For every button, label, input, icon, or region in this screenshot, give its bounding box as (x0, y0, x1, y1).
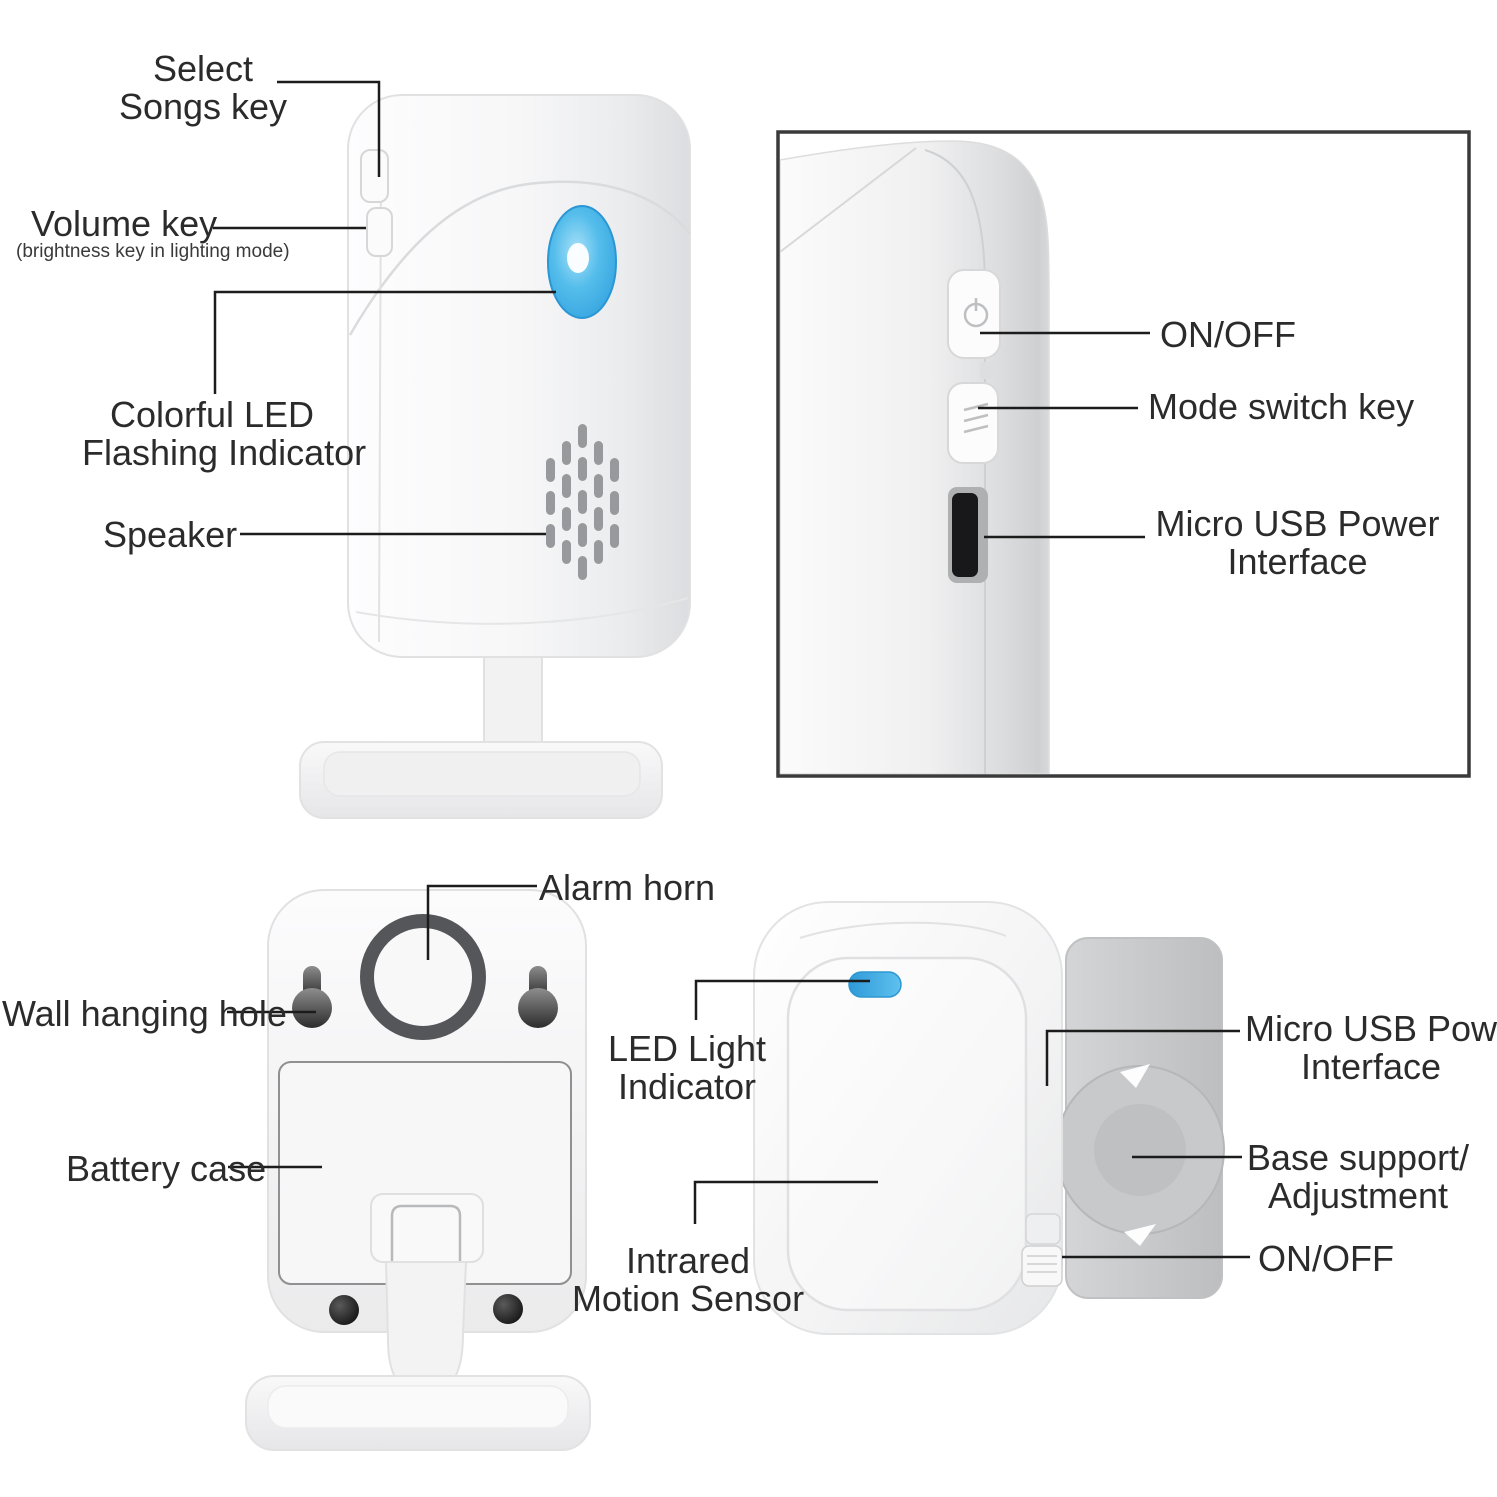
callout-colorful-led (213, 290, 556, 394)
power-icon (963, 298, 989, 328)
label-line: Select (152, 48, 254, 89)
stand-hinge-slot (390, 1204, 462, 1262)
callout-sensor-usb (1045, 1029, 1240, 1086)
front-edge-seam (780, 147, 917, 253)
label-usb-side: Micro USB Power Interface (1155, 503, 1440, 583)
speaker-grille (546, 424, 619, 580)
mode-switch-button (947, 382, 999, 464)
label-colorful-led: Colorful LED Flashing Indicator (82, 394, 367, 474)
label-sensor-usb: Micro USB Power Interface (1245, 1008, 1497, 1088)
motion-sensor-view (753, 901, 1225, 1335)
label-line: Speaker (103, 514, 238, 555)
label-line: Intrared (625, 1240, 751, 1281)
infrared-sensor-panel (786, 956, 1028, 1312)
screw-left (329, 1295, 359, 1325)
label-line: Base support/ (1246, 1137, 1470, 1178)
stand-base-top (323, 751, 641, 797)
wall-hanging-hole-left (292, 966, 332, 1028)
label-base-support: Base support/ Adjustment (1246, 1137, 1470, 1217)
label-line: Indicator (617, 1066, 757, 1108)
label-line: Battery case (66, 1148, 267, 1189)
sensor-on-off-switch (1021, 1245, 1063, 1287)
label-battery-case: Battery case (66, 1148, 267, 1189)
label-sensor-led: LED Light Indicator (587, 1028, 787, 1108)
receiver-front-view (299, 94, 691, 819)
label-alarm-horn: Alarm horn (539, 867, 716, 908)
label-line: Interface (1227, 541, 1368, 583)
callout-alarm-horn (426, 884, 537, 960)
callout-lines (213, 80, 1250, 1259)
label-line: Adjustment (1267, 1175, 1449, 1217)
sensor-top-seam (799, 921, 1007, 939)
receiver-side-view-box (776, 130, 1471, 778)
label-line: Micro USB Power (1245, 1008, 1497, 1049)
wall-hanging-hole-right (518, 966, 558, 1028)
sensor-body (753, 901, 1063, 1335)
label-line: (brightness key in lighting mode) (16, 241, 290, 262)
label-line: Flashing Indicator (82, 432, 367, 474)
receiver-back-view (245, 889, 591, 1451)
label-sensor-on-off: ON/OFF (1258, 1238, 1394, 1279)
label-speaker: Speaker (103, 514, 238, 555)
alarm-horn-center (374, 928, 472, 1026)
label-line: ON/OFF (1258, 1238, 1394, 1279)
label-line: Songs key (118, 86, 288, 128)
label-line: Colorful LED (109, 394, 315, 435)
label-line: Interface (1300, 1046, 1442, 1088)
label-line: Alarm horn (539, 867, 716, 908)
callout-select-songs (277, 80, 381, 177)
adjustment-knob-inner (1094, 1104, 1186, 1196)
stand-base-back-top (267, 1385, 569, 1429)
knob-tab-top (1120, 1064, 1150, 1088)
label-mode-switch-key: Mode switch key (1148, 386, 1415, 427)
mode-icon (963, 402, 989, 434)
label-wall-hanging-hole: Wall hanging hole (2, 993, 287, 1034)
sensor-led-indicator (848, 971, 902, 998)
button-notch (980, 362, 994, 379)
label-line: Wall hanging hole (2, 993, 287, 1034)
led-glow (567, 243, 589, 273)
label-line: Mode switch key (1148, 386, 1415, 427)
power-button (947, 269, 1001, 359)
knob-tab-bottom (1124, 1224, 1156, 1246)
label-line: Volume key (31, 203, 218, 244)
label-line: LED Light (607, 1028, 767, 1069)
micro-usb-port (952, 493, 978, 577)
label-volume-note: (brightness key in lighting mode) (16, 241, 290, 262)
label-line: Micro USB Power (1155, 503, 1440, 544)
label-line: Motion Sensor (571, 1278, 805, 1320)
label-on-off-side: ON/OFF (1160, 314, 1296, 355)
body-seam (348, 180, 691, 336)
screw-right (493, 1294, 523, 1324)
alarm-horn (360, 914, 486, 1040)
label-select-songs-key: Select Songs key (103, 48, 303, 128)
select-songs-key-button (360, 149, 389, 203)
callout-motion-sensor (693, 1180, 878, 1224)
callout-sensor-led (694, 979, 870, 1020)
body-seam-bottom (355, 597, 689, 625)
volume-key-button (366, 207, 393, 257)
label-volume-key: Volume key (31, 203, 218, 244)
label-line: ON/OFF (1160, 314, 1296, 355)
switch-tab (1025, 1213, 1061, 1245)
label-motion-sensor: Intrared Motion Sensor (563, 1240, 813, 1320)
